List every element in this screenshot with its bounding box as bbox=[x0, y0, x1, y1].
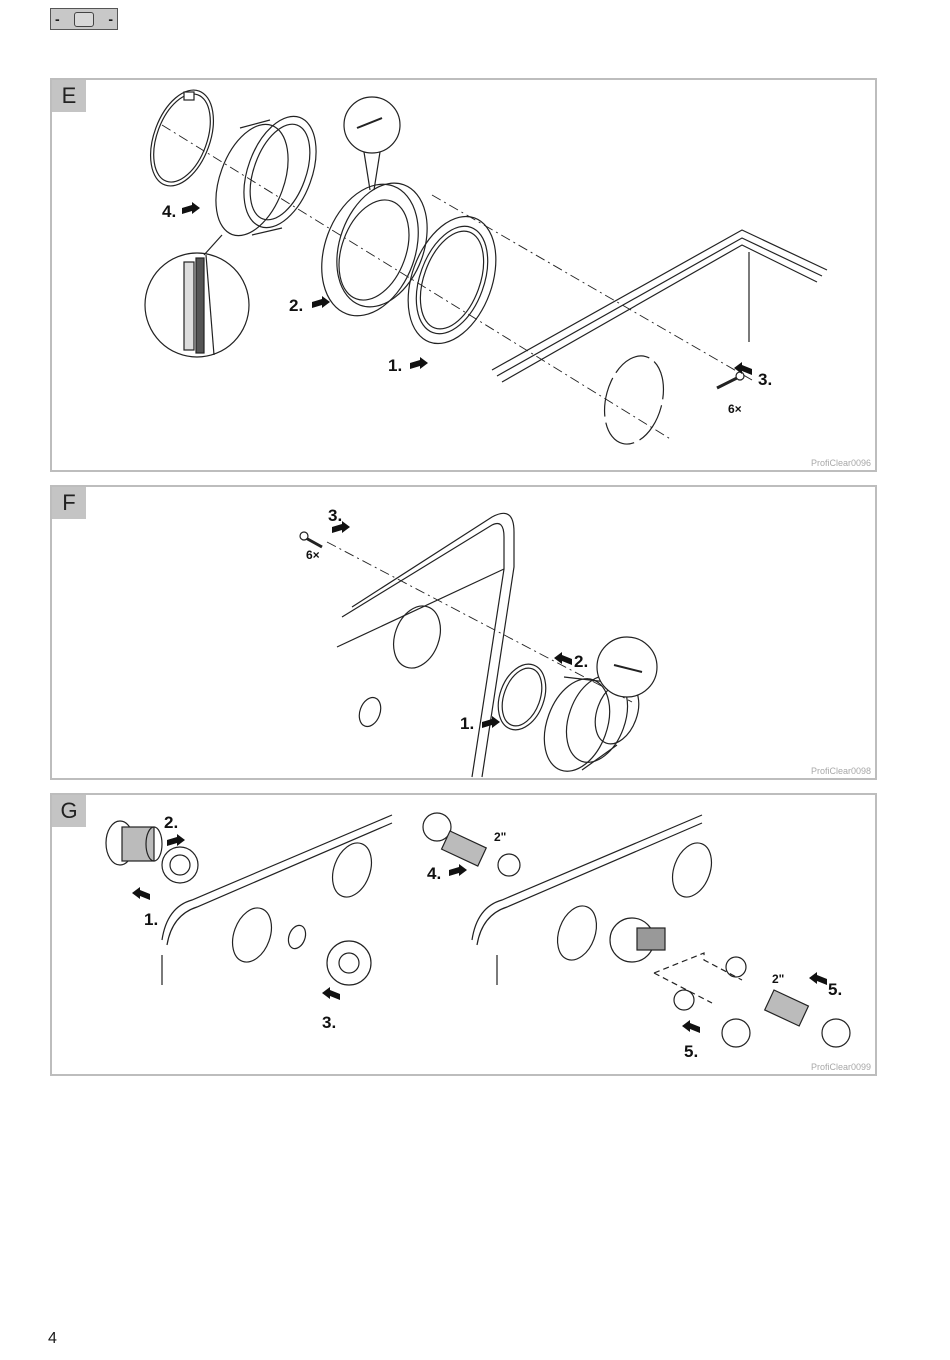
panel-g-step-2: 2. bbox=[164, 813, 178, 832]
panel-g-step-5a: 5. bbox=[828, 980, 842, 999]
panel-f-step-2: 2. bbox=[574, 652, 588, 671]
panel-g: 2. 1. 3. 4. 2" 2" 5. 5. G ProfiClear0099 bbox=[50, 793, 877, 1076]
panel-f-step-3: 3. bbox=[328, 506, 342, 525]
panel-e-step-2: 2. bbox=[289, 296, 303, 315]
panel-e-ref: ProfiClear0096 bbox=[810, 458, 871, 468]
header-badge-right: - bbox=[108, 11, 113, 27]
panel-e-step-4: 4. bbox=[162, 202, 176, 221]
panel-f-letter: F bbox=[52, 487, 86, 519]
panel-g-ref: ProfiClear0099 bbox=[810, 1062, 871, 1072]
panel-e-letter: E bbox=[52, 80, 86, 112]
header-badge: - - bbox=[50, 8, 118, 30]
rounded-rectangle-icon bbox=[74, 11, 94, 27]
panel-e-quantity: 6× bbox=[728, 402, 742, 416]
panel-f-illustration: 3. 6× 2. 1. bbox=[299, 506, 658, 778]
panel-g-size-label-1: 2" bbox=[494, 830, 506, 844]
panel-f-ref: ProfiClear0098 bbox=[810, 766, 871, 776]
panel-g-illustration: 2. 1. 3. 4. 2" 2" 5. 5. bbox=[105, 812, 851, 1061]
panel-g-step-3: 3. bbox=[322, 1013, 336, 1032]
panel-f: 3. 6× 2. 1. F ProfiClear0098 bbox=[50, 485, 877, 780]
page-number: 4 bbox=[48, 1330, 57, 1347]
header-badge-left: - bbox=[55, 11, 60, 27]
panel-g-step-4: 4. bbox=[427, 864, 441, 883]
panel-g-step-1: 1. bbox=[144, 910, 158, 929]
panel-e-step-3: 3. bbox=[758, 370, 772, 389]
panel-f-quantity: 6× bbox=[306, 548, 320, 562]
panel-g-step-5b: 5. bbox=[684, 1042, 698, 1061]
panel-f-step-1: 1. bbox=[460, 714, 474, 733]
panel-e-step-1: 1. bbox=[388, 356, 402, 375]
panel-e-illustration: 4. 2. 1. 3. 6× bbox=[144, 89, 828, 445]
panel-g-letter: G bbox=[52, 795, 86, 827]
panel-g-size-label-2: 2" bbox=[772, 972, 784, 986]
panel-e: 4. 2. 1. 3. 6× E ProfiClear0096 bbox=[50, 78, 877, 472]
